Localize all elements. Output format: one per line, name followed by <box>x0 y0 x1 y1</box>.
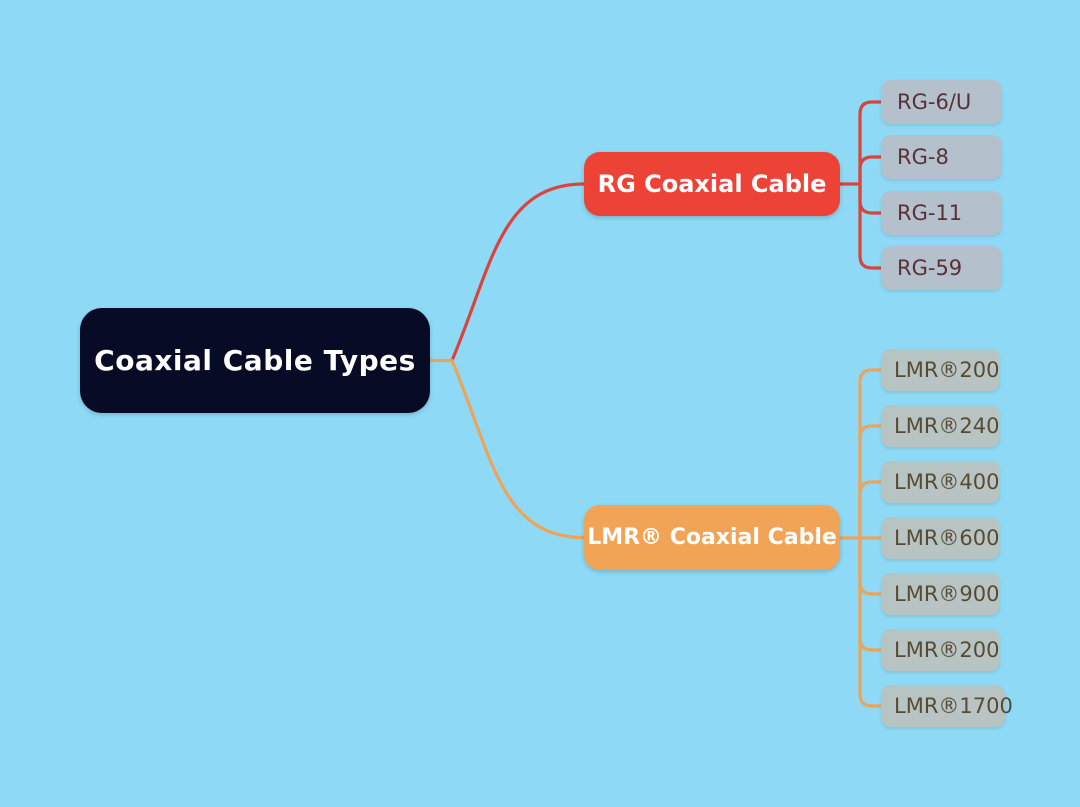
mindmap-leaf-lmr-200[interactable]: LMR®200 <box>881 349 1000 391</box>
mindmap-leaf-lmr-900[interactable]: LMR®900 <box>881 573 1000 615</box>
connector-lmr-to-leaf5 <box>858 536 883 596</box>
connector-rg-to-leaf2 <box>858 155 883 186</box>
mindmap-leaf-rg-59[interactable]: RG-59 <box>881 246 1002 290</box>
mindmap-leaf-lmr-400[interactable]: LMR®400 <box>881 461 1000 503</box>
mindmap-branch-rg[interactable]: RG Coaxial Cable <box>584 152 840 216</box>
mindmap-leaf-rg-11[interactable]: RG-11 <box>881 191 1002 235</box>
mindmap-leaf-lmr-1700[interactable]: LMR®1700 <box>881 685 1013 727</box>
connector-lmr-to-leaf2 <box>858 424 883 540</box>
mindmap-branch-lmr[interactable]: LMR® Coaxial Cable <box>584 505 840 570</box>
mindmap-leaf-lmr-200-2[interactable]: LMR®200 <box>881 629 1000 671</box>
mindmap-leaf-rg-6u[interactable]: RG-6/U <box>881 80 1002 124</box>
connector-root-to-lmr <box>450 358 586 540</box>
connector-lmr-to-leaf7 <box>858 536 883 708</box>
mindmap-node-root[interactable]: Coaxial Cable Types <box>80 308 430 413</box>
connector-rg-to-leaf3 <box>858 182 883 215</box>
connector-root-to-rg <box>450 182 586 363</box>
connector-lmr-to-leaf1 <box>858 368 883 540</box>
mindmap-leaf-lmr-240[interactable]: LMR®240 <box>881 405 1000 447</box>
mindmap-leaf-rg-8[interactable]: RG-8 <box>881 135 1002 179</box>
mindmap-leaf-lmr-600[interactable]: LMR®600 <box>881 517 1000 559</box>
connector-rg-to-leaf1 <box>858 100 883 186</box>
connector-rg-to-leaf4 <box>858 182 883 270</box>
connector-lmr-to-leaf3 <box>858 480 883 540</box>
